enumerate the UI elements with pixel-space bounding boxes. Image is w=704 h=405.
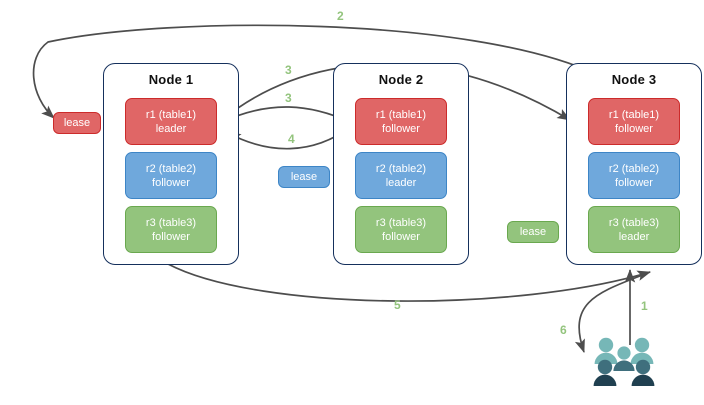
step-label-4: 4 [288,132,295,146]
replica-role: leader [618,230,650,243]
replica-role: leader [385,176,417,189]
replica-name: r2 (table2) [375,162,427,175]
step-label-2: 2 [337,9,344,23]
replica-node1-r2[interactable]: r2 (table2) follower [125,152,217,199]
lease-badge-r3[interactable]: lease [507,221,559,243]
replica-name: r2 (table2) [608,162,660,175]
lease-badge-r1[interactable]: lease [53,112,101,134]
replica-name: r2 (table2) [145,162,197,175]
replica-name: r1 (table1) [375,108,427,121]
replica-name: r1 (table1) [608,108,660,121]
replica-role: follower [615,122,653,135]
replica-role: leader [155,122,187,135]
replica-node3-r2[interactable]: r2 (table2) follower [588,152,680,199]
replica-name: r1 (table1) [145,108,197,121]
replica-name: r3 (table3) [608,216,660,229]
replica-name: r3 (table3) [145,216,197,229]
lease-badge-r2[interactable]: lease [278,166,330,188]
step-label-6: 6 [560,323,567,337]
replica-role: follower [152,230,190,243]
replica-role: follower [152,176,190,189]
replica-role: follower [615,176,653,189]
arrow-step-3-node2 [221,106,351,123]
step-label-1: 1 [641,299,648,313]
node-title: Node 1 [148,72,194,87]
replica-role: follower [382,122,420,135]
replica-node3-r1[interactable]: r1 (table1) follower [588,98,680,145]
replica-name: r3 (table3) [375,216,427,229]
node-box-node1[interactable]: Node 1 r1 (table1) leader r2 (table2) fo… [103,63,239,265]
step-label-5: 5 [394,298,401,312]
arrow-step-2 [32,24,597,119]
step-label-3b: 3 [285,91,292,105]
replica-node2-r2[interactable]: r2 (table2) leader [355,152,447,199]
replica-node2-r3[interactable]: r3 (table3) follower [355,206,447,253]
node-title: Node 3 [611,72,657,87]
arrow-step-5 [167,263,651,302]
users-icon [593,337,655,386]
arrow-step-6 [574,271,651,353]
node-title: Node 2 [378,72,424,87]
replica-node2-r1[interactable]: r1 (table1) follower [355,98,447,145]
replica-node1-r3[interactable]: r3 (table3) follower [125,206,217,253]
step-label-3a: 3 [285,63,292,77]
replica-node3-r3[interactable]: r3 (table3) leader [588,206,680,253]
replica-node1-r1[interactable]: r1 (table1) leader [125,98,217,145]
node-box-node2[interactable]: Node 2 r1 (table1) follower r2 (table2) … [333,63,469,265]
node-box-node3[interactable]: Node 3 r1 (table1) follower r2 (table2) … [566,63,702,265]
replica-role: follower [382,230,420,243]
